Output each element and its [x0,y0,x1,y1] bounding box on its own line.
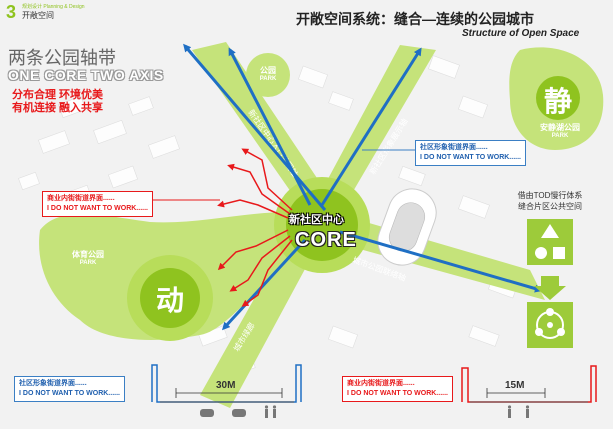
car-icon [200,409,214,417]
callout-en: I DO NOT WANT TO WORK...... [420,154,521,161]
callout-cn: 商业内街街道界面...... [47,195,115,202]
down-arrow-icon [534,276,566,300]
blue-axis-arrows [183,43,543,331]
park-en: PARK [79,260,97,266]
park-label-north: 公园 PARK [254,67,282,83]
street-section-right [461,365,597,418]
tod-caption: 借由TOD慢行体系 缝合片区公共空间 [502,190,598,212]
tod-shapes-icon [527,219,573,265]
blue-arrow-north [228,47,312,206]
callout-en: I DO NOT WANT TO WORK...... [19,390,120,397]
blue-arrow-northwest [183,43,327,211]
callout-commercial-street-bottom: 商业内街街道界面...... I DO NOT WANT TO WORK....… [342,376,453,402]
core-label-cn: 新社区中心 [289,214,344,226]
page-subtitle: Structure of Open Space [462,28,580,39]
callout-cn: 商业内街街道界面...... [347,380,415,387]
callout-en: I DO NOT WANT TO WORK...... [47,205,148,212]
zone-circles [127,76,580,341]
car-icon [232,409,246,417]
blue-arrow-southwest [221,238,307,331]
callout-community-street-top: 社区形象街道界面...... I DO NOT WANT TO WORK....… [415,140,526,166]
axis-title-en: ONE CORE TWO AXIS [8,67,164,83]
blue-arrow-east [339,230,543,293]
pedestrian-icon [507,405,512,418]
axis-point-2: 有机连接 融入共享 [12,102,104,114]
street-section-left [151,364,302,418]
planning-design-label: 规划设计 Planning & Design [22,4,85,10]
callout-cn: 社区形象街道界面...... [19,380,87,387]
zone-static: 静 [543,86,572,117]
pedestrian-icon [272,405,277,418]
left-section-width: 30M [216,380,236,391]
page-title: 开敞空间系统：缝合—连续的公园城市 [296,11,534,27]
section-number: 3 [6,2,17,22]
pedestrian-icon [525,405,530,418]
red-street-arrows [217,148,293,307]
park-en: PARK [551,133,569,139]
tod-network-icon [527,302,573,348]
park-name: 安静湖公园 [540,123,580,132]
callout-en: I DO NOT WANT TO WORK...... [347,390,448,397]
callout-community-street-bottom: 社区形象街道界面...... I DO NOT WANT TO WORK....… [14,376,125,402]
axis-point-1: 分布合理 环境优美 [12,89,104,101]
zone-dynamic: 动 [155,285,184,316]
callout-cn: 社区形象街道界面...... [420,144,488,151]
park-label-lake: 安静湖公园 PARK [530,124,590,140]
section-name: 开敞空间 [22,11,54,20]
blue-arrow-northeast [320,47,422,206]
park-name: 体育公园 [72,250,104,259]
callout-commercial-street-top: 商业内街街道界面...... I DO NOT WANT TO WORK....… [42,191,153,217]
park-name: 公园 [260,66,276,75]
pedestrian-icon [264,405,269,418]
park-en: PARK [259,76,277,82]
right-section-width: 15M [505,380,525,391]
park-label-sports: 体育公园 PARK [64,251,112,267]
axis-title-cn: 两条公园轴带 [8,48,116,68]
tod-icons [527,219,573,348]
tod-line-2: 缝合片区公共空间 [518,202,582,211]
core-label-en: CORE [295,229,357,251]
tod-line-1: 借由TOD慢行体系 [517,191,583,200]
